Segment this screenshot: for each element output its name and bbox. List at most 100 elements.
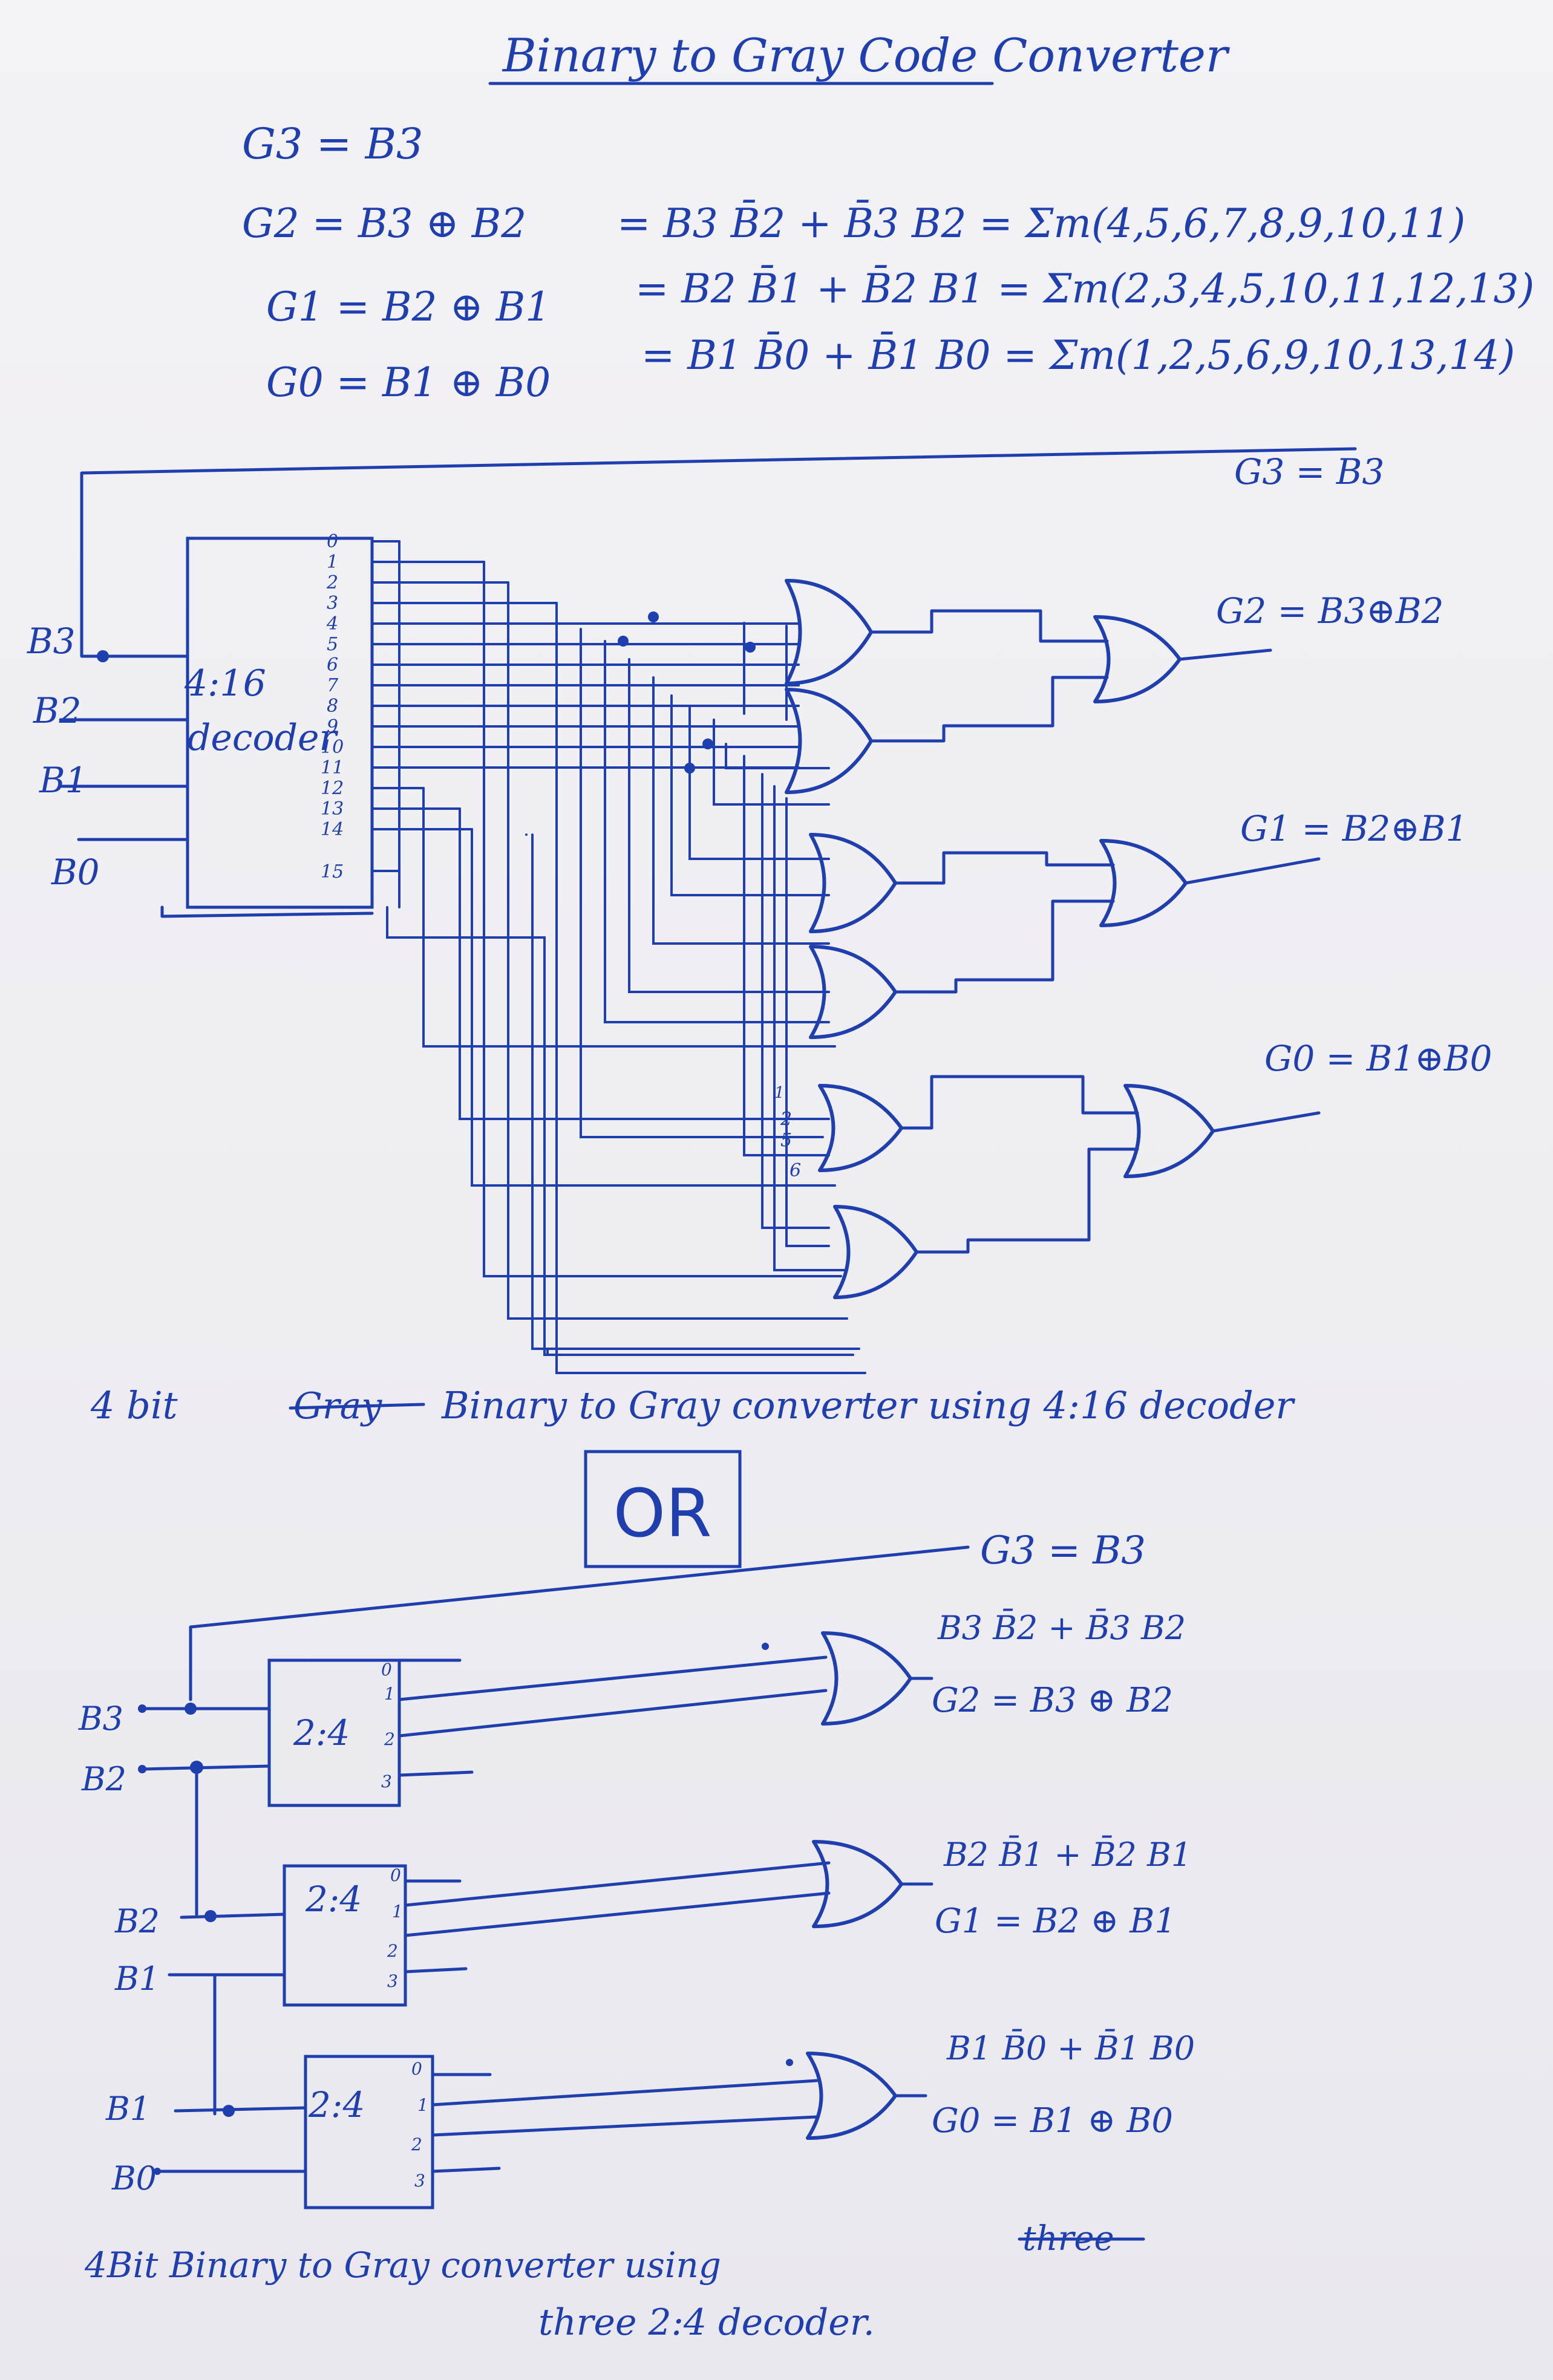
block3-expr: B1 B̄0 + B̄1 B0 xyxy=(946,2029,1195,2067)
block3-out-0: 0 xyxy=(411,2059,422,2079)
decoder-output-2: 2 xyxy=(326,572,338,593)
block2-label: 2:4 xyxy=(305,1879,362,1920)
caption-diagram1: 4 bit Gray Binary to Gray converter usin… xyxy=(90,1383,1295,1427)
block2-out-3: 3 xyxy=(387,1971,398,1991)
junction-dot xyxy=(702,738,713,749)
decoder-output-4: 4 xyxy=(326,613,338,634)
decoder-output-0: 0 xyxy=(327,531,338,552)
combine-wires xyxy=(869,609,1139,1254)
decoder-output-3: 3 xyxy=(327,593,338,614)
wire-out-g0 xyxy=(1211,1111,1321,1133)
output-label-g3: G3 = B3 xyxy=(1234,451,1384,492)
output-label-g1: G1 = B2⊕B1 xyxy=(1240,808,1468,849)
decoder-output-7: 7 xyxy=(327,675,339,696)
block3-label: 2:4 xyxy=(308,2084,365,2125)
output2-label-g3: G3 = B3 xyxy=(980,1528,1146,1573)
page-title: Binary to Gray Code Converter xyxy=(502,28,1231,82)
block3-input-node xyxy=(154,2168,161,2175)
input-label-b1: B1 xyxy=(39,760,88,801)
or-separator-label: OR xyxy=(613,1475,711,1552)
block2-input-b1: B1 xyxy=(114,1960,160,1998)
or-separator-box xyxy=(584,1450,742,1568)
block1-out-wire-3 xyxy=(397,1770,474,1777)
caption1-text: Binary to Gray converter using 4:16 deco… xyxy=(441,1383,1295,1427)
decoder-output-6: 6 xyxy=(327,654,338,676)
block2-out-wire-2 xyxy=(404,1891,831,1937)
decoder-output-1: 1 xyxy=(327,552,338,573)
routing-bus xyxy=(386,540,866,1374)
input-label-b2: B2 xyxy=(33,690,82,731)
block3-out-wire-2 xyxy=(431,2115,819,2137)
or-gate-g0-final xyxy=(1123,1084,1215,1178)
block1-out-wire-1 xyxy=(397,1655,828,1701)
wire2-g3-bypass xyxy=(189,1545,970,1701)
block2-out-wire-1 xyxy=(404,1861,831,1907)
decoder-4x16-diagram: G3 = B3 B3 B2 B1 B0 4:16 decoder 0 1 2 3… xyxy=(27,447,1492,1374)
wire-out-g2 xyxy=(1178,648,1272,661)
block2-output-numbers: 0 1 2 3 xyxy=(387,1865,403,1991)
wire-out-g1 xyxy=(1184,857,1321,885)
block1-out-1: 1 xyxy=(384,1684,395,1704)
block3-out-2: 2 xyxy=(411,2134,422,2154)
decoder-output-5: 5 xyxy=(327,634,338,655)
or-gate-g2-final xyxy=(1093,615,1182,703)
equation-g1-rhs: = B2 B̄1 + B̄2 B1 = Σm(2,3,4,5,10,11,12,… xyxy=(635,266,1534,312)
block2-input-b2: B2 xyxy=(114,1902,160,1940)
junction-b1-3 xyxy=(223,2105,235,2117)
equation-g2-rhs: = B3 B̄2 + B̄3 B2 = Σm(4,5,6,7,8,9,10,11… xyxy=(617,200,1465,247)
or-gate-2-g0 xyxy=(806,2052,897,2140)
decoder-output-11: 11 xyxy=(321,757,344,778)
block2-out-1: 1 xyxy=(392,1902,403,1922)
wire2-b1-in-3 xyxy=(174,2106,307,2113)
junction-dot xyxy=(618,636,629,647)
dot xyxy=(762,1643,769,1650)
caption1-strike xyxy=(289,1403,425,1410)
block2-expr: B2 B̄1 + B̄2 B1 xyxy=(943,1835,1192,1874)
caption-diagram2: 4Bit Binary to Gray converter using thre… xyxy=(84,2219,1145,2344)
block2-result: G1 = B2 ⊕ B1 xyxy=(935,1902,1176,1941)
block1-output-numbers: 0 1 2 3 xyxy=(381,1660,395,1792)
caption2-line2: three 2:4 decoder. xyxy=(538,2301,875,2344)
block1-input-b2: B2 xyxy=(81,1760,126,1798)
equation-g1-lhs: G1 = B2 ⊕ B1 xyxy=(266,284,551,330)
block3-out-wire-1 xyxy=(431,2079,819,2107)
wire2-b2-in xyxy=(140,1764,271,1771)
junction-b2-3 xyxy=(204,1910,217,1922)
decoder-output-13: 13 xyxy=(321,798,344,820)
block3-out-3: 3 xyxy=(414,2171,425,2191)
or-gate-g2-a xyxy=(785,579,873,685)
or-gate-g1-final xyxy=(1099,839,1188,927)
or-gate-g0-b xyxy=(833,1205,918,1299)
decoder-2x4-block-3 xyxy=(304,2055,434,2209)
or-gate-g1-a xyxy=(809,833,897,933)
block3-result: G0 = B1 ⊕ B0 xyxy=(932,2101,1173,2140)
dot xyxy=(786,2059,793,2066)
wire-g3-bypass xyxy=(80,447,1357,658)
input-label-b3: B3 xyxy=(27,621,76,662)
block3-input-b0: B0 xyxy=(111,2159,157,2197)
input-label-b0: B0 xyxy=(51,852,100,893)
caption1-prefix: 4 bit xyxy=(90,1383,178,1427)
pin-label-1: 1 xyxy=(774,1084,785,1102)
decoder-4x16-block xyxy=(186,536,374,909)
block1-out-2: 2 xyxy=(384,1729,395,1749)
block2-out-wire-3 xyxy=(404,1967,468,1974)
decoder-output-9: 9 xyxy=(327,716,338,737)
decoder-2x4-diagram: G3 = B3 B3 B2 2:4 0 1 2 3 B3 B̄2 + B̄3 B… xyxy=(78,1528,1195,2209)
pin-label-6: 6 xyxy=(790,1160,801,1181)
block2-out-0: 0 xyxy=(390,1865,401,1885)
or-gate-g0-a xyxy=(818,1084,903,1172)
equation-g3: G3 = B3 xyxy=(242,119,423,169)
block3-output-numbers: 0 1 2 3 xyxy=(411,2059,428,2191)
block1-out-3: 3 xyxy=(381,1772,392,1792)
decoder-output-10: 10 xyxy=(321,737,344,758)
junction-dot xyxy=(745,642,756,653)
decoder-output-wires xyxy=(371,540,800,872)
decoder-output-8: 8 xyxy=(327,696,338,717)
decoder-output-numbers: 0 1 2 3 4 5 6 7 8 9 10 11 12 13 14 15 xyxy=(321,531,344,882)
equation-g0-lhs: G0 = B1 ⊕ B0 xyxy=(266,359,551,406)
junction-b3-2 xyxy=(185,1703,197,1715)
block1-label: 2:4 xyxy=(293,1712,350,1753)
